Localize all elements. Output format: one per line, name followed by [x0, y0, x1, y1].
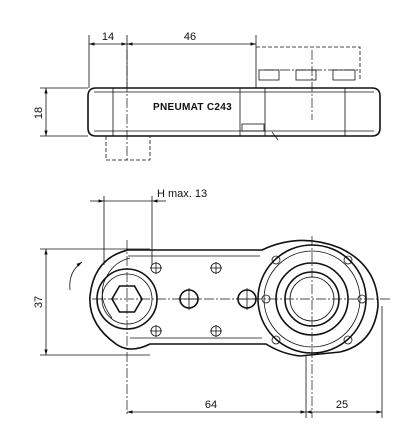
top-view: 14 46 18 PNEUMAT C24	[33, 31, 381, 161]
dim-top-14: 14	[102, 31, 114, 43]
dim-top-46: 46	[184, 31, 196, 43]
mounting-holes	[150, 262, 258, 337]
hmax-dimension	[90, 196, 166, 265]
dim-top-18: 18	[33, 107, 45, 119]
top-body-outline	[87, 87, 381, 137]
bottom-dimension-lines	[127, 306, 383, 418]
top-view-label: PNEUMAT C243	[153, 102, 232, 113]
top-bumps	[258, 69, 356, 81]
top-dashed-pin	[105, 136, 151, 161]
dim-bottom-64: 64	[205, 399, 217, 411]
right-cylinder	[257, 236, 367, 418]
bottom-view: H max. 13 37	[33, 188, 390, 418]
top-height-dimension	[40, 87, 88, 137]
dim-bottom-25: 25	[336, 399, 348, 411]
dim-hmax: H max. 13	[157, 188, 207, 200]
bottom-height-dimension	[40, 248, 150, 356]
dim-bottom-37: 37	[33, 296, 45, 308]
rotation-arrow-icon	[69, 261, 83, 291]
bottom-body-outline	[89, 239, 379, 357]
